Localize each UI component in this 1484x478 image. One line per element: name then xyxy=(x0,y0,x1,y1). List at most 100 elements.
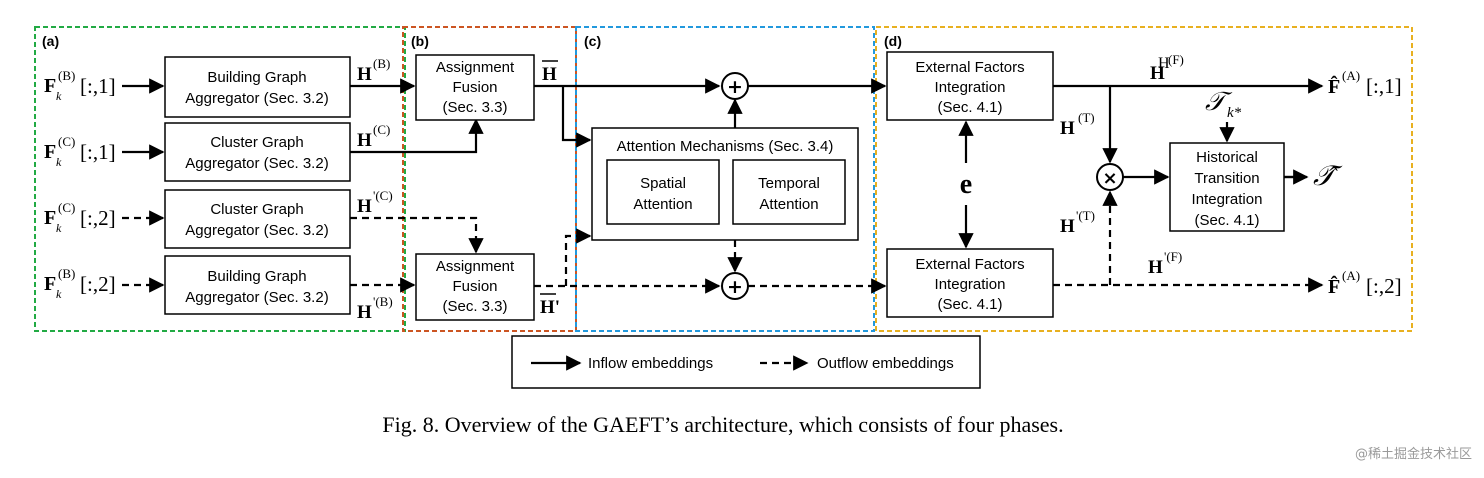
assignment-fusion-1: Assignment Fusion (Sec. 3.3) xyxy=(415,54,535,121)
historical-transition-integration: Historical Transition Integration (Sec. … xyxy=(1169,142,1285,232)
label-T-k-star: 𝒯 k* xyxy=(1205,87,1242,121)
svg-text:'(T): '(T) xyxy=(1076,208,1095,223)
svg-text:[:,2]: [:,2] xyxy=(80,206,116,230)
svg-text:H: H xyxy=(357,302,372,323)
svg-text:k: k xyxy=(56,155,62,169)
svg-text:H: H xyxy=(357,64,372,85)
panel-c-label: (c) xyxy=(584,33,601,49)
figure-caption: Fig. 8. Overview of the GAEFT’s architec… xyxy=(382,412,1063,437)
svg-text:(Sec. 4.1): (Sec. 4.1) xyxy=(1194,212,1259,229)
svg-text:H: H xyxy=(1060,216,1075,237)
plus-node-2: + xyxy=(721,272,749,300)
svg-text:Fusion: Fusion xyxy=(452,278,497,295)
svg-text:F̂: F̂ xyxy=(1328,74,1340,98)
svg-text:k*: k* xyxy=(1227,105,1242,121)
svg-text:Building Graph: Building Graph xyxy=(207,69,306,86)
svg-text:Aggregator (Sec. 3.2): Aggregator (Sec. 3.2) xyxy=(185,155,328,172)
legend: Inflow embeddings Outflow embeddings xyxy=(511,335,981,389)
svg-text:×: × xyxy=(1102,168,1117,189)
svg-text:[:,1]: [:,1] xyxy=(1366,74,1402,98)
svg-text:H: H xyxy=(1148,257,1163,278)
svg-text:Aggregator (Sec. 3.2): Aggregator (Sec. 3.2) xyxy=(185,90,328,107)
svg-text:(F): (F) xyxy=(1168,52,1184,67)
arrow-hc-to-fusion1 xyxy=(350,118,484,154)
svg-text:Aggregator (Sec. 3.2): Aggregator (Sec. 3.2) xyxy=(185,289,328,306)
external-factors-integration-2: External Factors Integration (Sec. 4.1) xyxy=(886,248,1054,318)
svg-text:External Factors: External Factors xyxy=(915,256,1024,273)
legend-inflow-label: Inflow embeddings xyxy=(588,355,713,372)
svg-text:Building Graph: Building Graph xyxy=(207,268,306,285)
svg-text:F: F xyxy=(44,273,56,295)
input-label-3: F k (C) [:,2] xyxy=(44,200,116,235)
assignment-fusion-2: Assignment Fusion (Sec. 3.3) xyxy=(415,253,535,321)
svg-text:Integration: Integration xyxy=(935,79,1006,96)
svg-text:H': H' xyxy=(540,297,560,318)
svg-text:+: + xyxy=(727,76,743,98)
building-graph-aggregator-1: Building Graph Aggregator (Sec. 3.2) xyxy=(164,56,351,118)
arrow-hbar-to-attention xyxy=(561,86,592,148)
svg-text:Attention Mechanisms (Sec. 3.4: Attention Mechanisms (Sec. 3.4) xyxy=(617,138,834,155)
label-H-tilde-F: H H (F) xyxy=(1150,52,1184,84)
label-H-B: H (B) xyxy=(357,56,390,85)
arrow-hpc-to-fusion2 xyxy=(350,216,484,254)
label-H-prime-B: H '(B) xyxy=(357,294,393,323)
building-graph-aggregator-2: Building Graph Aggregator (Sec. 3.2) xyxy=(164,255,351,315)
svg-text:(Sec. 3.3): (Sec. 3.3) xyxy=(442,99,507,116)
svg-text:H: H xyxy=(1158,55,1170,72)
svg-text:(C): (C) xyxy=(58,200,75,215)
svg-text:Temporal: Temporal xyxy=(758,175,820,192)
label-H-tilde-T: H (T) xyxy=(1060,110,1095,139)
svg-text:[:,2]: [:,2] xyxy=(1366,274,1402,298)
svg-text:Historical: Historical xyxy=(1196,149,1258,166)
external-factors-integration-1: External Factors Integration (Sec. 4.1) xyxy=(886,51,1054,121)
arrow-hbarprime-to-attention xyxy=(564,228,592,286)
svg-text:[:,1]: [:,1] xyxy=(80,74,116,98)
panel-d-label: (d) xyxy=(884,33,902,49)
label-H-C: H (C) xyxy=(357,122,390,151)
svg-text:Aggregator (Sec. 3.2): Aggregator (Sec. 3.2) xyxy=(185,222,328,239)
output-label-2: F̂ (A) [:,2] xyxy=(1328,268,1402,298)
svg-text:Attention: Attention xyxy=(633,196,692,213)
svg-text:(A): (A) xyxy=(1342,68,1360,83)
times-node: × xyxy=(1096,163,1124,191)
output-label-1: F̂ (A) [:,1] xyxy=(1328,68,1402,98)
input-label-1: F k (B) [:,1] xyxy=(44,68,116,103)
svg-text:(Sec. 3.3): (Sec. 3.3) xyxy=(442,298,507,315)
svg-text:H: H xyxy=(357,130,372,151)
svg-text:F: F xyxy=(44,207,56,229)
svg-text:'(F): '(F) xyxy=(1164,249,1182,264)
label-H-bar: H xyxy=(542,60,558,85)
svg-text:Spatial: Spatial xyxy=(640,175,686,192)
watermark: @稀土掘金技术社区 xyxy=(1355,446,1472,462)
svg-text:k: k xyxy=(56,89,62,103)
svg-text:k: k xyxy=(56,221,62,235)
svg-text:H: H xyxy=(1060,118,1075,139)
svg-text:Attention: Attention xyxy=(759,196,818,213)
legend-outflow-label: Outflow embeddings xyxy=(817,355,954,372)
external-factor-e: e xyxy=(960,169,972,200)
cluster-graph-aggregator-1: Cluster Graph Aggregator (Sec. 3.2) xyxy=(164,122,351,182)
svg-text:H: H xyxy=(542,64,557,85)
svg-text:'(C): '(C) xyxy=(373,188,393,203)
temporal-attention-box: Temporal Attention xyxy=(732,159,846,225)
svg-text:(Sec. 4.1): (Sec. 4.1) xyxy=(937,99,1002,116)
cluster-graph-aggregator-2: Cluster Graph Aggregator (Sec. 3.2) xyxy=(164,189,351,249)
svg-text:Assignment: Assignment xyxy=(436,59,515,76)
svg-text:F: F xyxy=(44,141,56,163)
svg-text:'(B): '(B) xyxy=(373,294,393,309)
label-H-bar-prime: H' xyxy=(540,293,560,318)
svg-text:F̂: F̂ xyxy=(1328,274,1340,298)
svg-text:[:,1]: [:,1] xyxy=(80,140,116,164)
svg-text:H: H xyxy=(357,196,372,217)
svg-text:(B): (B) xyxy=(373,56,390,71)
input-label-2: F k (C) [:,1] xyxy=(44,134,116,169)
panel-a-border xyxy=(34,26,406,332)
label-T-hat: 𝒯̂ xyxy=(1313,161,1343,192)
svg-text:Fusion: Fusion xyxy=(452,79,497,96)
panel-c-border xyxy=(575,26,875,332)
svg-text:(C): (C) xyxy=(373,122,390,137)
svg-text:External Factors: External Factors xyxy=(915,59,1024,76)
svg-text:+: + xyxy=(727,276,743,298)
svg-text:Transition: Transition xyxy=(1194,170,1259,187)
